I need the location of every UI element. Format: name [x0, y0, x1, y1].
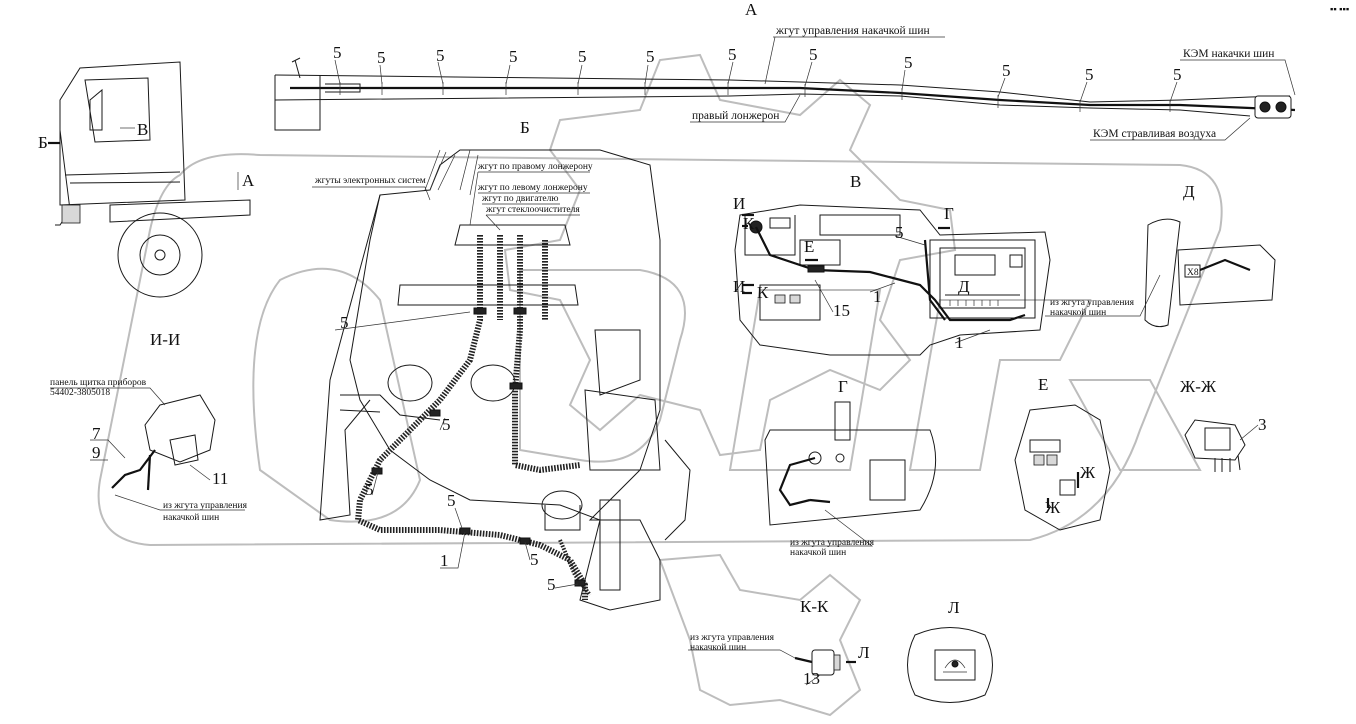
watermark-logo: [97, 53, 1223, 717]
callout-5: 5: [809, 45, 818, 64]
label-kem-release: КЭМ стравливая воздуха: [1093, 128, 1216, 140]
view-e: Е Ж Ж: [1014, 375, 1111, 531]
callout-3: 3: [1258, 415, 1267, 434]
label-from-harness: из жгута управления: [163, 501, 248, 511]
callout-5: 5: [333, 43, 342, 62]
label-harness-right-spar: жгут по правому лонжерону: [477, 162, 593, 172]
callout-1: 1: [955, 333, 964, 352]
arrow-b: Б: [38, 133, 48, 152]
marker-i-top: И: [733, 194, 745, 213]
marker-g: Г: [944, 204, 954, 223]
view-label-v: В: [850, 172, 861, 191]
arrow-a: А: [242, 171, 255, 190]
callout-9: 9: [92, 443, 101, 462]
view-k-k: К-К из жгута управления накачкой шин Л 1…: [688, 597, 870, 688]
marker-zh: Ж: [1080, 463, 1096, 482]
callout-5: 5: [509, 47, 518, 66]
label-electronic-harnesses: жгуты электронных систем: [314, 176, 426, 186]
view-label-i-i: И-И: [150, 330, 180, 349]
view-label-l: Л: [948, 598, 960, 617]
callout-5: 5: [447, 491, 456, 510]
arrow-l: Л: [858, 643, 870, 662]
callout-5: 5: [904, 53, 913, 72]
view-label-zh-zh: Ж-Ж: [1180, 377, 1217, 396]
kem-valve: [1254, 95, 1292, 119]
label-harness-inflation: жгут управления накачкой шин: [775, 25, 930, 37]
label-kem-inflation: КЭМ накачки шин: [1183, 48, 1274, 60]
label-panel-code: 54402-3805018: [50, 388, 110, 398]
view-b-engine: Б: [312, 118, 691, 611]
view-g: Г из жгута управления накачкой шин: [764, 377, 937, 558]
callout-1: 1: [440, 551, 449, 570]
label-from-harness: из жгута управления: [790, 538, 875, 548]
callout-5: 5: [1002, 61, 1011, 80]
view-v-dashboard: В И К И К Е Г Д 5 1: [733, 172, 1051, 356]
callout-5: 5: [1173, 65, 1182, 84]
marker-d: Д: [958, 277, 970, 296]
view-label-b: Б: [520, 118, 530, 137]
label-from-harness: из жгута управления: [1050, 298, 1135, 308]
view-label-g: Г: [838, 377, 848, 396]
callout-13: 13: [803, 669, 820, 688]
callout-5: 5: [365, 480, 374, 499]
view-i-i: И-И панель щитка приборов 54402-3805018 …: [50, 330, 248, 523]
view-l: Л: [907, 598, 993, 703]
callout-5: 5: [646, 47, 655, 66]
callout-5: 5: [728, 45, 737, 64]
callout-5: 5: [578, 47, 587, 66]
view-zh-zh: Ж-Ж 3: [1180, 377, 1267, 472]
view-label-e: Е: [1038, 375, 1048, 394]
label-from-harness: накачкой шин: [163, 512, 219, 523]
callout-5: 5: [436, 46, 445, 65]
view-label-d: Д: [1183, 182, 1195, 201]
callout-5: 5: [547, 575, 556, 594]
callout-5: 5: [1085, 65, 1094, 84]
callout-5: 5: [530, 550, 539, 569]
marker-i-bottom: И: [733, 277, 745, 296]
callout-15: 15: [833, 301, 850, 320]
callout-5: 5: [340, 313, 349, 332]
callout-5: 5: [442, 415, 451, 434]
label-from-harness: накачкой шин: [790, 547, 846, 558]
label-harness-engine: жгут по двигателю: [481, 194, 558, 204]
callout-5: 5: [895, 223, 904, 242]
chassis-view-a: А 5 5 5 5 5 5 5 5 5 5 5 5 жгут управлени…: [274, 0, 1349, 141]
label-from-harness: накачкой шин: [690, 642, 746, 653]
view-label-a: А: [745, 0, 758, 19]
callout-5: 5: [377, 48, 386, 67]
marker-e: Е: [804, 237, 814, 256]
corner-mark: ▪▪ ▪▪▪: [1330, 5, 1349, 15]
arrow-v: В: [137, 120, 148, 139]
label-panel: панель щитка приборов: [50, 377, 147, 388]
callout-7: 7: [92, 424, 101, 443]
callout-1: 1: [873, 287, 882, 306]
connector-x8: Х8: [1187, 268, 1199, 278]
callout-11: 11: [212, 469, 228, 488]
label-harness-wiper: жгут стеклоочистителя: [485, 205, 580, 215]
label-right-spar: правый лонжерон: [692, 110, 779, 122]
marker-k-bottom: К: [757, 283, 769, 302]
marker-k-top: К: [743, 214, 755, 233]
view-d: Д Х8 из жгута управления накачкой шин: [1045, 182, 1276, 328]
label-from-harness: накачкой шин: [1050, 307, 1106, 318]
truck-cab: Б В А: [38, 61, 255, 298]
label-harness-left-spar: жгут по левому лонжерону: [477, 183, 588, 193]
label-from-harness: из жгута управления: [690, 633, 775, 643]
view-label-k-k: К-К: [800, 597, 829, 616]
